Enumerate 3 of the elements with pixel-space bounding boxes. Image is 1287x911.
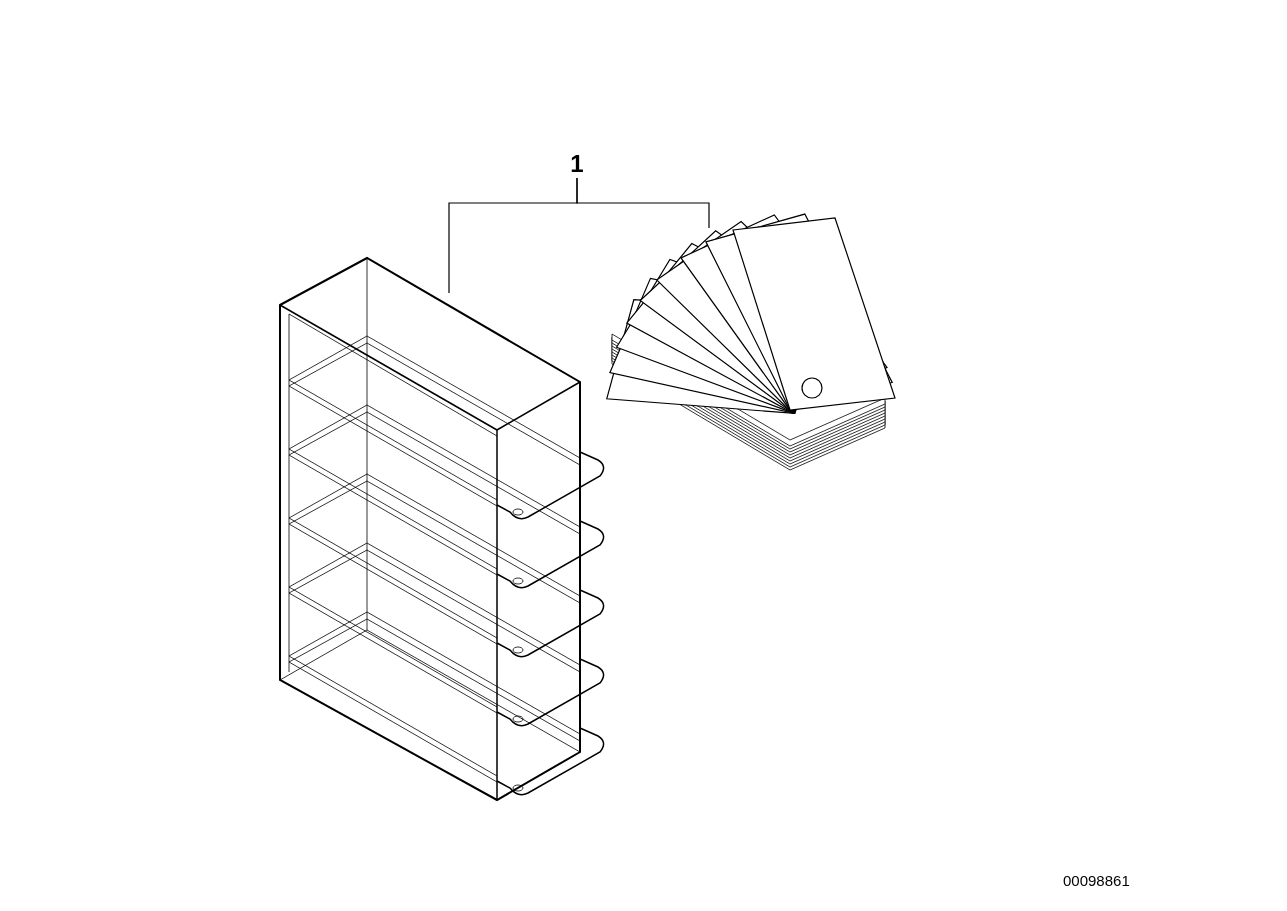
drawing-number: 00098861 — [1063, 872, 1130, 889]
callout-number: 1 — [566, 150, 588, 178]
leader-line — [576, 177, 710, 229]
